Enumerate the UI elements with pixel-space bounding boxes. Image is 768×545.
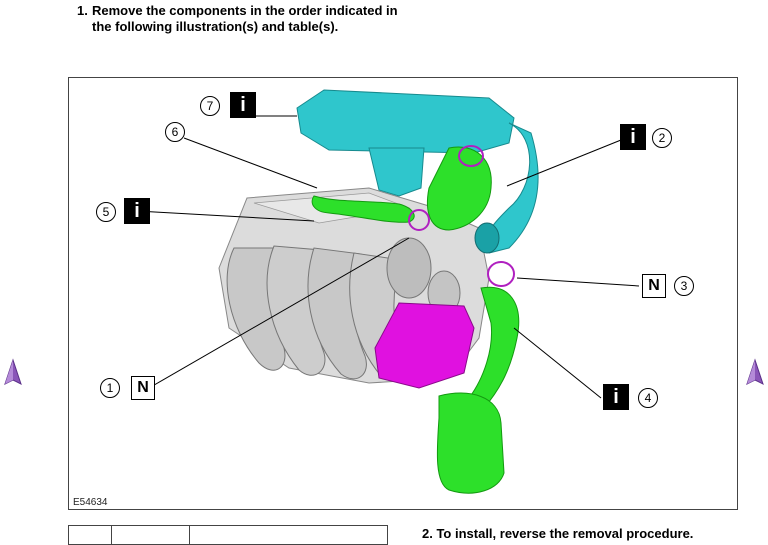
table-column bbox=[111, 526, 190, 544]
info-icon: i bbox=[230, 92, 256, 118]
step-text: Remove the components in the order indic… bbox=[92, 3, 398, 34]
next-arrow-icon[interactable] bbox=[745, 358, 765, 388]
air-cleaner-assembly bbox=[296, 89, 539, 254]
step-number: 1. bbox=[77, 3, 88, 18]
info-icon: i bbox=[620, 124, 646, 150]
prev-arrow-icon[interactable] bbox=[3, 358, 23, 388]
engine-drawing bbox=[136, 89, 640, 494]
figure-id: E54634 bbox=[73, 497, 108, 508]
components-table bbox=[68, 525, 388, 545]
callout-3: 3 bbox=[674, 276, 694, 296]
callout-6: 6 bbox=[165, 122, 185, 142]
info-icon: i bbox=[124, 198, 150, 224]
new-part-badge: N bbox=[131, 376, 155, 400]
engine-illustration: 7 i 6 5 i 1 N 2 i 3 N 4 i E54634 bbox=[68, 77, 738, 510]
callout-7: 7 bbox=[200, 96, 220, 116]
callout-4: 4 bbox=[638, 388, 658, 408]
callout-5: 5 bbox=[96, 202, 116, 222]
table-column bbox=[69, 526, 112, 544]
new-part-badge: N bbox=[642, 274, 666, 298]
info-icon: i bbox=[603, 384, 629, 410]
callout-1: 1 bbox=[100, 378, 120, 398]
heat-shield bbox=[374, 302, 475, 389]
intake-duct bbox=[311, 146, 520, 494]
callout-2: 2 bbox=[652, 128, 672, 148]
